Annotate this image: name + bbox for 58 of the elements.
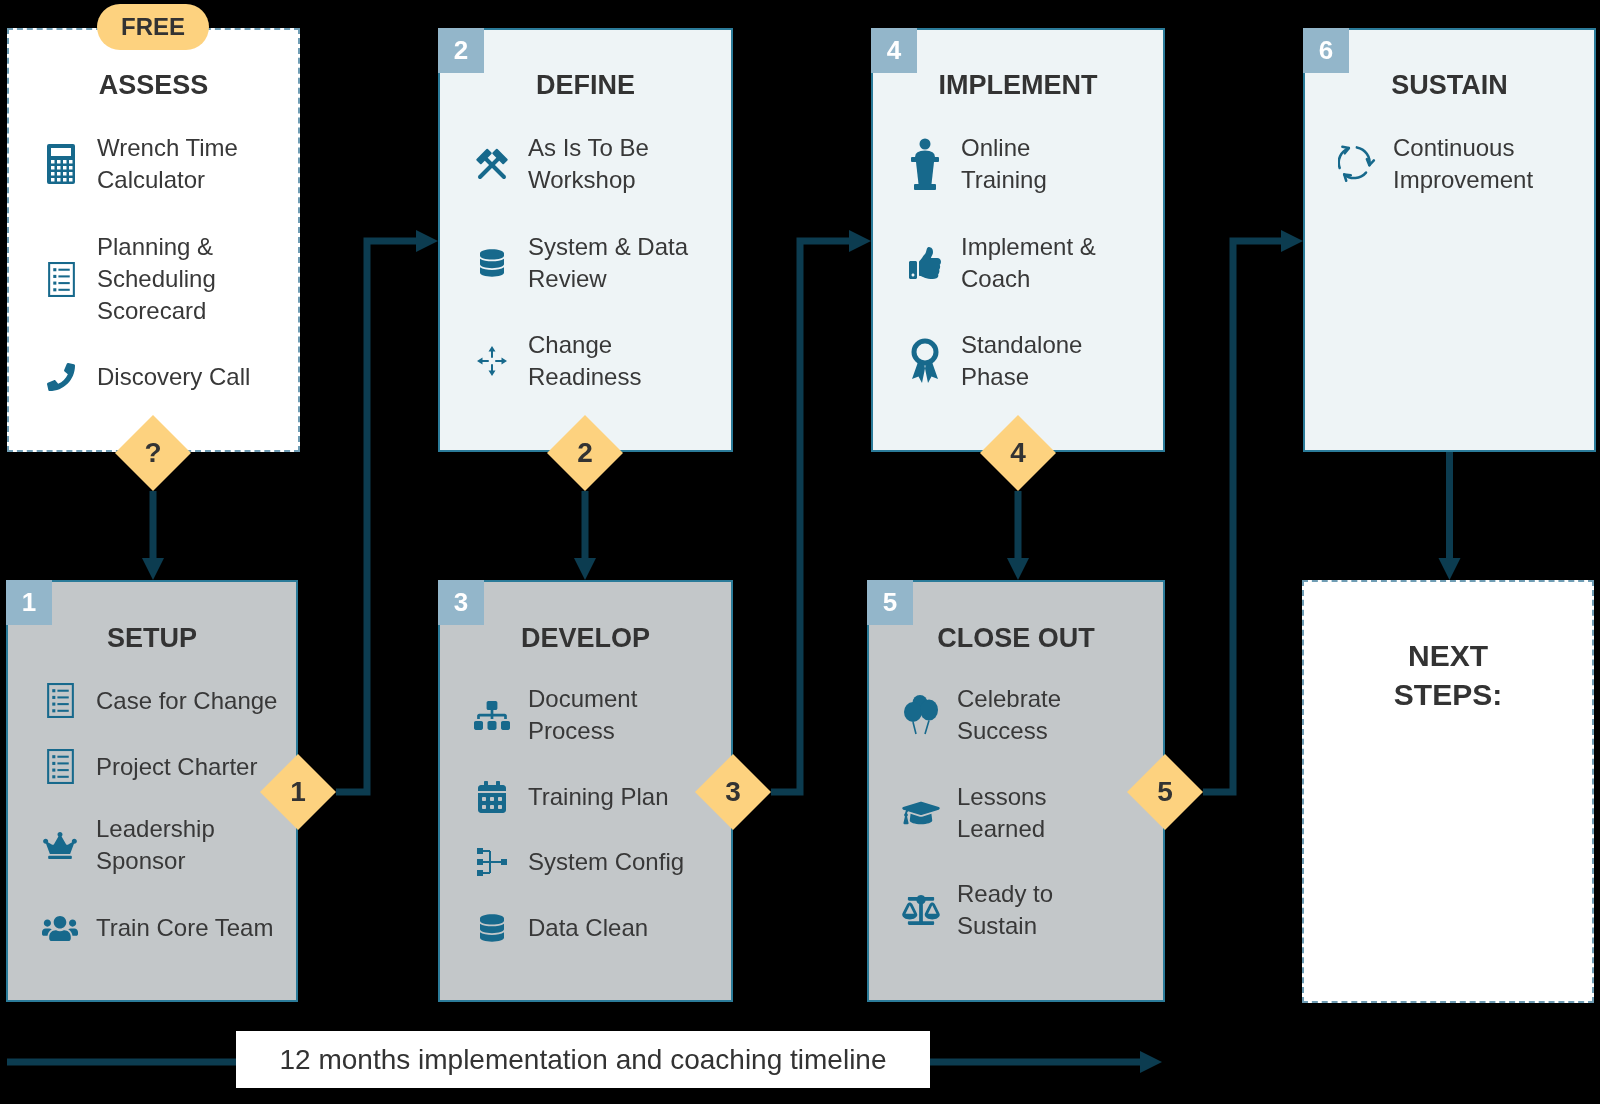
step-diamond <box>1127 754 1203 830</box>
step-number-tag: 2 <box>438 28 484 73</box>
task-text: As Is To Be Workshop <box>528 133 650 195</box>
free-tag: FREE <box>97 4 209 50</box>
connector-arrow <box>142 491 164 580</box>
task-text: Discovery Call <box>97 362 252 392</box>
connector-arrow <box>1007 491 1029 580</box>
step-number-tag: 5 <box>867 580 913 625</box>
connector-arrow <box>1203 230 1303 796</box>
phase-heading: SETUP <box>107 622 197 654</box>
task-text: System Config <box>528 847 686 877</box>
task-text: Train Core Team <box>96 913 275 943</box>
step-number-tag: 6 <box>1303 28 1349 73</box>
phase-card <box>1303 28 1596 452</box>
connector-arrow <box>771 230 871 796</box>
connector-arrow <box>1438 452 1461 580</box>
task-text: Implement & Coach <box>961 232 1097 294</box>
step-number-tag: 1 <box>6 580 52 625</box>
task-text: System & Data Review <box>528 232 690 294</box>
task-text: Project Charter <box>96 751 259 782</box>
step-number-tag: 4 <box>871 28 917 73</box>
phase-heading: NEXT STEPS: <box>1393 638 1503 713</box>
step-number: 3 <box>725 778 741 806</box>
task-text: Wrench Time Calculator <box>97 133 239 195</box>
connector-arrow <box>574 491 596 580</box>
step-number: ? <box>144 439 162 467</box>
step-number: 2 <box>577 439 593 467</box>
task-text: Change Readiness <box>528 330 643 392</box>
step-number-tag: 3 <box>438 580 484 625</box>
timeline-label: 12 months implementation and coaching timeline <box>236 1031 930 1088</box>
phase-heading: CLOSE OUT <box>937 622 1095 654</box>
task-text: Data Clean <box>528 913 650 943</box>
task-text: Planning & Scheduling Scorecard <box>97 232 217 326</box>
task-text: Training Plan <box>528 782 670 812</box>
task-text: Lessons Learned <box>957 782 1048 844</box>
task-text: Online Training <box>961 133 1048 195</box>
task-text: Celebrate Success <box>957 684 1063 746</box>
phase-heading: DEFINE <box>536 69 635 101</box>
task-text: Continuous Improvement <box>1393 133 1535 195</box>
step-diamond <box>980 415 1056 491</box>
step-diamond <box>115 415 191 491</box>
phase-heading: IMPLEMENT <box>938 69 1098 101</box>
step-diamond <box>547 415 623 491</box>
task-text: Document Process <box>528 684 639 746</box>
step-number: 5 <box>1157 778 1173 806</box>
connector-arrow <box>336 230 438 796</box>
step-number: 1 <box>290 778 306 806</box>
step-diamond <box>260 754 336 830</box>
phase-heading: DEVELOP <box>521 622 650 654</box>
step-number: 4 <box>1010 439 1026 467</box>
task-text: Leadership Sponsor <box>96 814 216 876</box>
task-text: Standalone Phase <box>961 330 1084 392</box>
task-text: Ready to Sustain <box>957 879 1055 941</box>
step-diamond <box>695 754 771 830</box>
phase-card <box>1302 580 1594 1003</box>
phase-heading: SUSTAIN <box>1391 69 1508 101</box>
phase-heading: ASSESS <box>98 69 209 101</box>
task-text: Case for Change <box>96 685 279 716</box>
